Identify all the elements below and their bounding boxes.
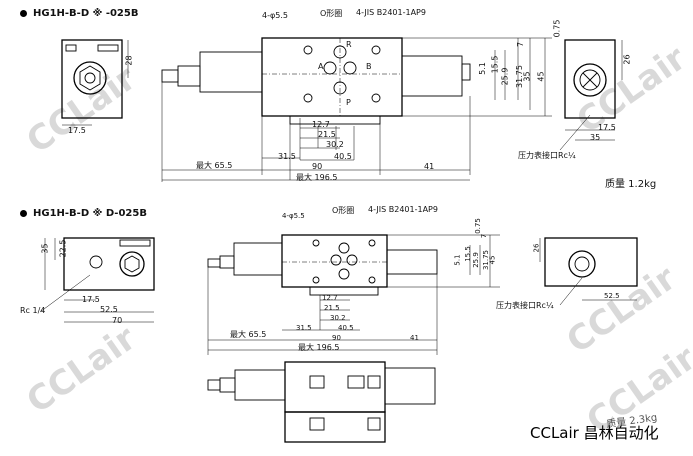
dim2-30-2: 30.2 — [330, 314, 346, 322]
jis-label-2: 4-JIS B2401-1AP9 — [368, 205, 438, 214]
port-label-b: B — [366, 62, 372, 71]
dim2-7: 7 — [480, 233, 489, 239]
dim-90: 90 — [312, 162, 323, 171]
right-dim-26: 26 — [622, 54, 632, 65]
bullet-icon — [20, 9, 27, 17]
main-side-view-2 — [207, 234, 438, 296]
left2-dim-35: 35 — [40, 243, 50, 254]
left2-dim-17-5: 17.5 — [82, 295, 100, 304]
pressure-port-label-1: 压力表接口Rc¼ — [518, 151, 576, 160]
dimension-lines-1 — [161, 37, 552, 182]
bullet-icon — [20, 209, 27, 217]
dim-40-5: 40.5 — [334, 152, 352, 161]
dim2-0-75: 0.75 — [473, 218, 482, 234]
right-end-view-2 — [539, 237, 638, 306]
brand-text: CCLair 昌林自动化 — [530, 424, 659, 442]
dim2-45: 45 — [488, 255, 497, 265]
dim2-5-1: 5.1 — [453, 254, 462, 266]
section1-title: HG1H-B-D ※ -025B — [20, 8, 138, 19]
dim2-21-5: 21.5 — [324, 304, 340, 312]
dim2-40-5: 40.5 — [338, 324, 354, 332]
dim2-25-9: 25.9 — [471, 252, 480, 268]
hole-label-2: 4-φ5.5 — [282, 212, 305, 220]
right-dim-17-5: 17.5 — [598, 123, 616, 132]
dim-30-2: 30.2 — [326, 140, 344, 149]
dim-35: 35 — [522, 71, 532, 82]
dim-7: 7 — [516, 41, 526, 48]
left-end-view-2 — [39, 237, 155, 323]
dim2-max-196-5: 最大 196.5 — [298, 343, 340, 352]
right-dim-35: 35 — [590, 133, 601, 142]
left-end-view-1 — [61, 39, 129, 126]
left2-dim-52-5: 52.5 — [100, 305, 118, 314]
pressure-port-label-2: 压力表接口Rc¼ — [496, 301, 554, 310]
dim2-31-5: 31.5 — [296, 324, 312, 332]
o-ring-label-2: O形圈 — [332, 206, 355, 215]
dim-31-5: 31.5 — [278, 152, 296, 161]
dim-21-5: 21.5 — [318, 130, 336, 139]
port-label-a: A — [318, 62, 324, 71]
main-side-view-1 — [161, 37, 471, 125]
dim-max-196-5: 最大 196.5 — [296, 173, 338, 182]
right-end-view-1 — [559, 39, 623, 151]
hole-label-1: 4-φ5.5 — [262, 11, 288, 20]
left-dim-28: 28 — [124, 55, 134, 66]
section2-title-text: HG1H-B-D ※ D-025B — [33, 208, 147, 219]
port-label-r: R — [346, 40, 352, 49]
jis-label-1: 4-JIS B2401-1AP9 — [356, 8, 426, 17]
left2-dim-70: 70 — [112, 316, 123, 325]
dim2-41: 41 — [410, 334, 419, 342]
dim2-max-65-5: 最大 65.5 — [230, 330, 267, 339]
right2-dim-26: 26 — [532, 243, 541, 253]
dim2-15-5: 15.5 — [463, 246, 472, 262]
o-ring-label-1: O形圈 — [320, 9, 343, 18]
mass-label-1: 质量 1.2kg — [605, 179, 657, 190]
dim2-90: 90 — [332, 334, 341, 342]
right2-dim-52-5: 52.5 — [604, 292, 620, 300]
top-plan-view — [207, 361, 436, 443]
dim2-12-7: 12.7 — [322, 294, 338, 302]
left-dim-17-5: 17.5 — [68, 126, 86, 135]
section1-title-text: HG1H-B-D ※ -025B — [33, 8, 139, 19]
left2-dim-22-5: 22.5 — [58, 239, 68, 258]
dim-max-65-5: 最大 65.5 — [196, 161, 233, 170]
dim-12-7: 12.7 — [312, 120, 330, 129]
dim-0-75: 0.75 — [552, 19, 562, 38]
dim-15-5: 15.5 — [490, 55, 500, 74]
left2-rc-label: Rc 1/4 — [20, 306, 46, 315]
dim-5-1: 5.1 — [477, 62, 487, 75]
dim-25-9: 25.9 — [500, 67, 510, 86]
port-label-p: P — [346, 98, 351, 107]
section2-title: HG1H-B-D ※ D-025B — [20, 208, 147, 219]
dimension-lines-2 — [207, 234, 500, 355]
dim-45: 45 — [536, 71, 546, 82]
dim-41: 41 — [424, 162, 435, 171]
